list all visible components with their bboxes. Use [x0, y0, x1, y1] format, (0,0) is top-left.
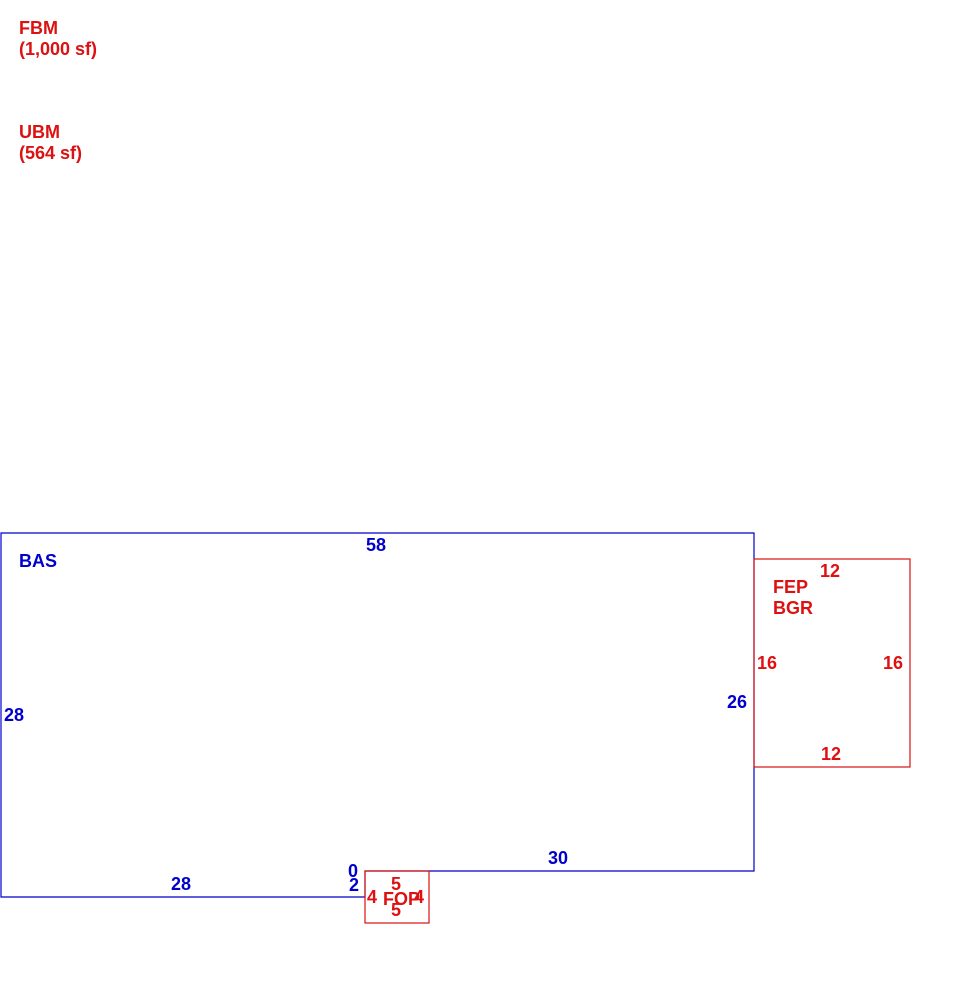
ubm-code: UBM — [19, 122, 60, 142]
bas-dim-left: 28 — [4, 705, 24, 725]
fep-label: FEP — [773, 577, 808, 597]
bas-dim-right: 26 — [727, 692, 747, 712]
fop-dim-left: 4 — [367, 887, 377, 907]
bgr-label: BGR — [773, 598, 813, 618]
fop-dim-right: 4 — [414, 887, 424, 907]
fep-dim-bottom: 12 — [821, 744, 841, 764]
bas-outline — [0, 532, 755, 898]
fop-outline — [364, 870, 430, 924]
ubm-area: (564 sf) — [19, 143, 83, 163]
bas-dim-top: 58 — [366, 535, 386, 555]
fep-outline — [753, 558, 911, 768]
fop-label: FOP — [383, 889, 420, 909]
fop-dim-bottom: 5 — [391, 900, 401, 920]
bas-dim-bottom-left: 28 — [171, 874, 191, 894]
bas-label: BAS — [19, 551, 57, 571]
bas-dim-bottom-right: 30 — [548, 848, 568, 868]
fbm-code: FBM — [19, 18, 58, 38]
fbm-note: FBM (1,000 sf) — [19, 18, 97, 60]
bas-dim-step-side: 2 — [349, 875, 359, 895]
fep-dim-top: 12 — [820, 561, 840, 581]
ubm-note: UBM (564 sf) — [19, 122, 82, 164]
fop-dim-top: 5 — [391, 874, 401, 894]
fep-dim-left: 16 — [757, 653, 777, 673]
fep-dim-right: 16 — [883, 653, 903, 673]
bas-dim-step-top: 0 — [348, 861, 358, 881]
fbm-area: (1,000 sf) — [19, 39, 98, 59]
